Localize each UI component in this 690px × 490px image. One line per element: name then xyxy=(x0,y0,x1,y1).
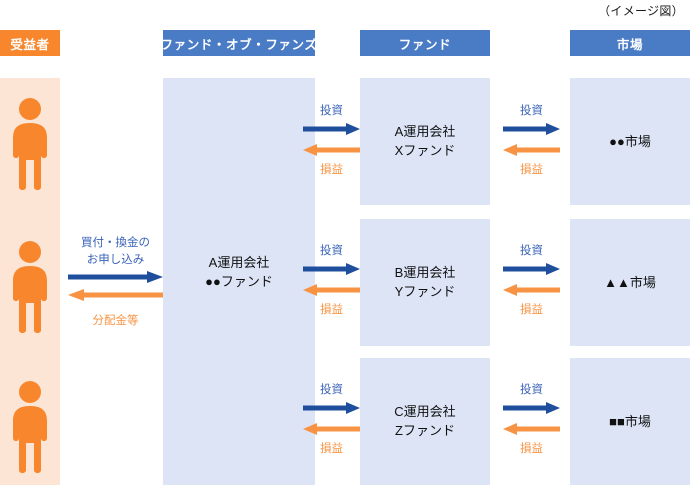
investment-forward-caption: 投資 xyxy=(320,245,343,257)
fund-market-arrow-group-3: 投資 損益 xyxy=(503,384,560,455)
investment-backward-caption: 損益 xyxy=(520,163,543,176)
investor-backward-arrow-icon xyxy=(68,289,163,301)
investor-forward-arrow-icon xyxy=(68,271,163,283)
investor-forward-caption: 買付・換金の お申し込み xyxy=(68,235,163,268)
fund-label-3-line1: C運用会社 xyxy=(394,404,456,420)
market-label-1: ●●市場 xyxy=(570,128,690,156)
market-label-2: ▲▲市場 xyxy=(570,269,690,297)
market-box-1 xyxy=(570,78,690,205)
market-label-3-line1: ■■市場 xyxy=(609,413,651,429)
fund-box-2 xyxy=(360,219,490,346)
investment-backward-caption: 損益 xyxy=(320,163,343,176)
market-box-2 xyxy=(570,219,690,346)
investment-backward-arrow-icon xyxy=(303,144,360,156)
investment-backward-arrow-icon xyxy=(303,423,360,435)
investment-backward-arrow-icon xyxy=(503,284,560,296)
investor-forward-caption-line2: お申し込み xyxy=(86,253,145,266)
column-header-fund: ファンド xyxy=(360,30,490,56)
fund-label-3: C運用会社 Zファンド xyxy=(360,397,490,447)
investment-forward-arrow-icon xyxy=(503,123,560,135)
fund-label-2-line1: B運用会社 xyxy=(394,265,456,281)
person-icon xyxy=(13,381,47,473)
investment-forward-arrow-icon xyxy=(503,402,560,414)
market-box-3 xyxy=(570,358,690,485)
fund-market-arrow-group-1: 投資 損益 xyxy=(503,105,560,176)
investment-forward-arrow-icon xyxy=(303,402,360,414)
investment-forward-caption: 投資 xyxy=(520,105,543,117)
fund-box-3 xyxy=(360,358,490,485)
investment-backward-caption: 損益 xyxy=(320,442,343,455)
investor-backward-caption: 分配金等 xyxy=(92,314,139,327)
column-header-fund-of-funds: ファンド・オブ・ファンズ xyxy=(161,30,317,56)
fof-fund-arrow-group-1: 投資 損益 xyxy=(303,105,360,176)
market-label-1-line1: ●●市場 xyxy=(609,133,651,149)
investment-backward-arrow-icon xyxy=(303,284,360,296)
investment-forward-arrow-icon xyxy=(503,263,560,275)
investment-backward-caption: 損益 xyxy=(320,303,343,316)
investor-arrow-group: 買付・換金の お申し込み 分配金等 xyxy=(68,235,163,327)
investment-forward-caption: 投資 xyxy=(320,105,343,117)
investment-forward-arrow-icon xyxy=(303,263,360,275)
fof-fund-arrow-group-2: 投資 損益 xyxy=(303,245,360,316)
fund-market-arrow-group-2: 投資 損益 xyxy=(503,245,560,316)
investment-backward-arrow-icon xyxy=(503,423,560,435)
fund-label-3-line2: Zファンド xyxy=(395,423,455,438)
investment-forward-caption: 投資 xyxy=(320,384,343,396)
fund-of-funds-label-line2: ●●ファンド xyxy=(205,274,273,289)
fund-box-1 xyxy=(360,78,490,205)
market-label-2-line1: ▲▲市場 xyxy=(604,274,656,290)
column-header-market: 市場 xyxy=(570,30,690,56)
fund-label-2-line2: Yファンド xyxy=(394,284,456,299)
investment-forward-caption: 投資 xyxy=(520,384,543,396)
fund-label-1: A運用会社 Xファンド xyxy=(360,117,490,167)
investment-backward-caption: 損益 xyxy=(520,303,543,316)
fund-of-funds-column-body xyxy=(163,78,315,485)
fund-label-1-line1: A運用会社 xyxy=(394,124,456,140)
fof-fund-arrow-group-3: 投資 損益 xyxy=(303,384,360,455)
investment-forward-caption: 投資 xyxy=(520,245,543,257)
market-label-3: ■■市場 xyxy=(570,408,690,436)
investment-backward-caption: 損益 xyxy=(520,442,543,455)
investor-forward-caption-line1: 買付・換金の xyxy=(81,237,150,249)
fund-of-funds-label-line1: A運用会社 xyxy=(208,255,270,271)
investment-forward-arrow-icon xyxy=(303,123,360,135)
fund-label-2: B運用会社 Yファンド xyxy=(360,258,490,308)
image-note: （イメージ図） xyxy=(598,4,684,18)
investment-backward-arrow-icon xyxy=(503,144,560,156)
person-icon xyxy=(13,241,47,333)
fund-label-1-line2: Xファンド xyxy=(394,143,456,158)
column-header-beneficiary: 受益者 xyxy=(0,30,60,56)
fund-of-funds-label: A運用会社 ●●ファンド xyxy=(163,248,315,298)
person-icon xyxy=(13,98,47,190)
